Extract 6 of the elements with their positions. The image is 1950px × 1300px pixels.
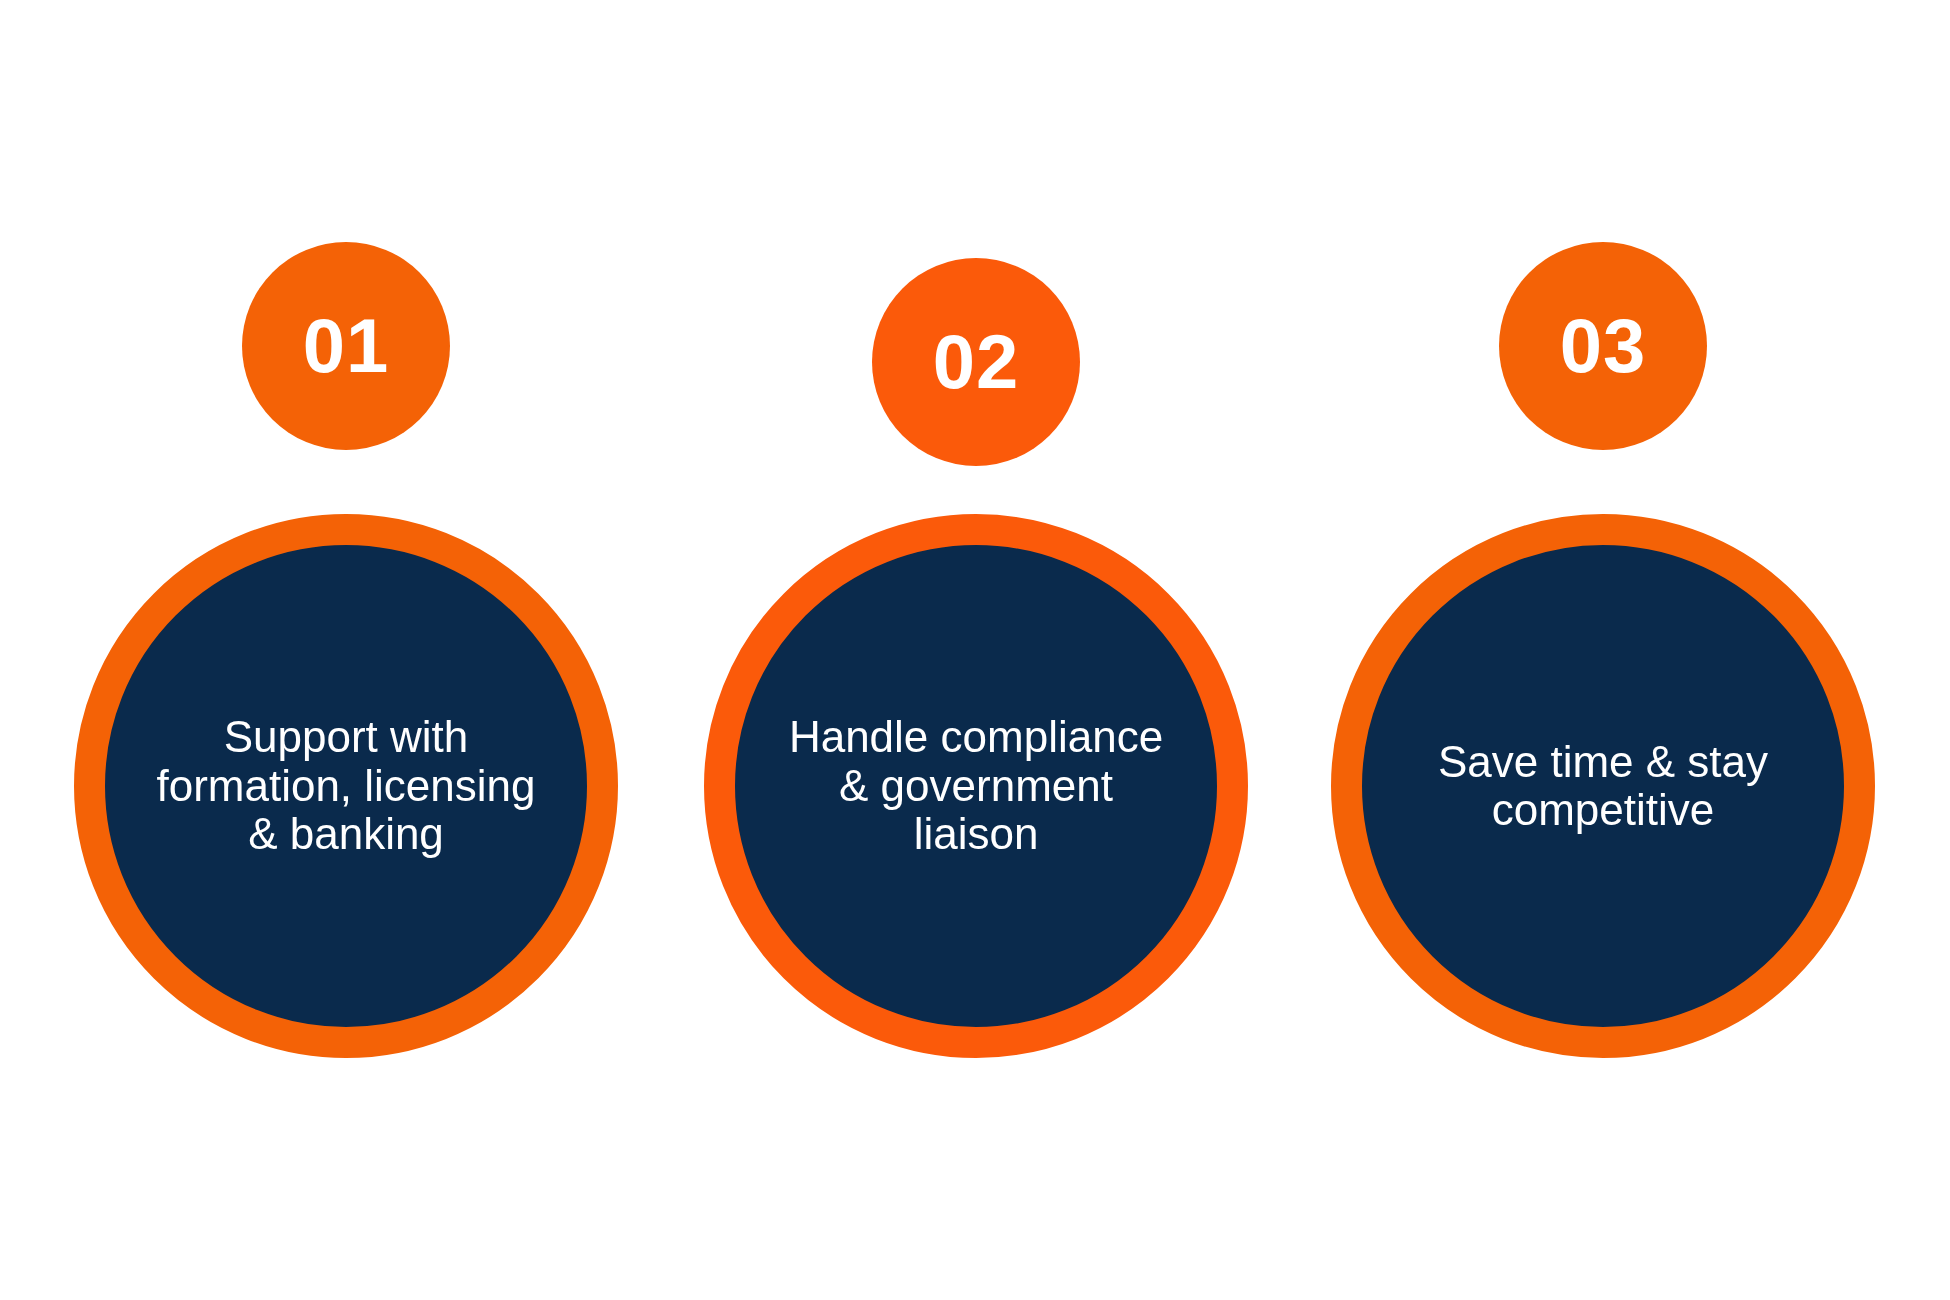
step-description: Save time & stay competitive <box>1436 737 1770 835</box>
step-number: 03 <box>1559 308 1647 384</box>
step-number: 01 <box>302 308 390 384</box>
step-number: 02 <box>932 324 1020 400</box>
step-description: Support with formation, licensing & banking <box>155 713 537 859</box>
step-description: Handle compliance & government liaison <box>787 713 1165 859</box>
